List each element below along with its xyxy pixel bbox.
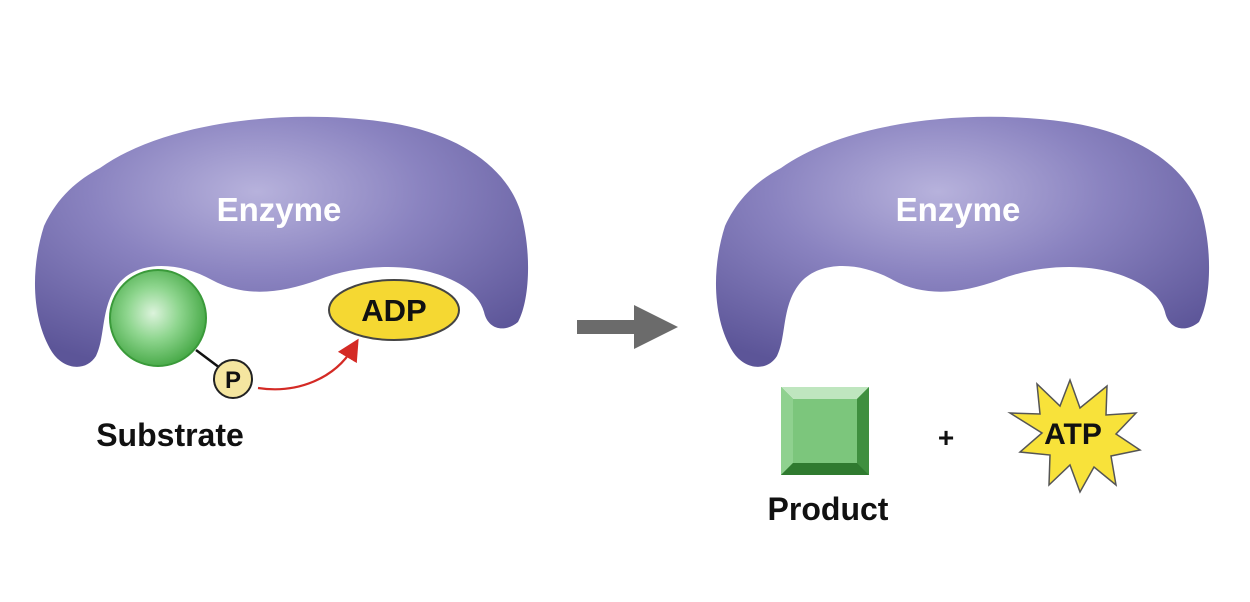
plus-sign: + — [938, 422, 954, 453]
adp-oval — [328, 279, 460, 341]
product-label: Product — [768, 491, 889, 527]
phosphate-circle — [213, 359, 253, 399]
atp-starburst — [1007, 377, 1142, 494]
transfer-arrow — [257, 338, 359, 391]
product-square — [781, 387, 869, 475]
enzyme-shape — [715, 116, 1210, 367]
right-panel: Enzyme Product + ATP — [715, 116, 1210, 527]
atp-label: ATP — [1044, 418, 1102, 451]
left-panel: Enzyme P ADP Substrate — [34, 116, 529, 453]
adp-label: ADP — [361, 293, 426, 328]
substrate-label: Substrate — [96, 417, 244, 453]
enzyme-label: Enzyme — [896, 191, 1021, 228]
substrate-bond-line — [195, 349, 221, 369]
substrate-sphere — [109, 269, 207, 367]
enzyme-shape — [34, 116, 529, 367]
enzyme-label: Enzyme — [217, 191, 342, 228]
reaction-arrow — [577, 305, 678, 349]
phosphate-label: P — [225, 367, 241, 394]
